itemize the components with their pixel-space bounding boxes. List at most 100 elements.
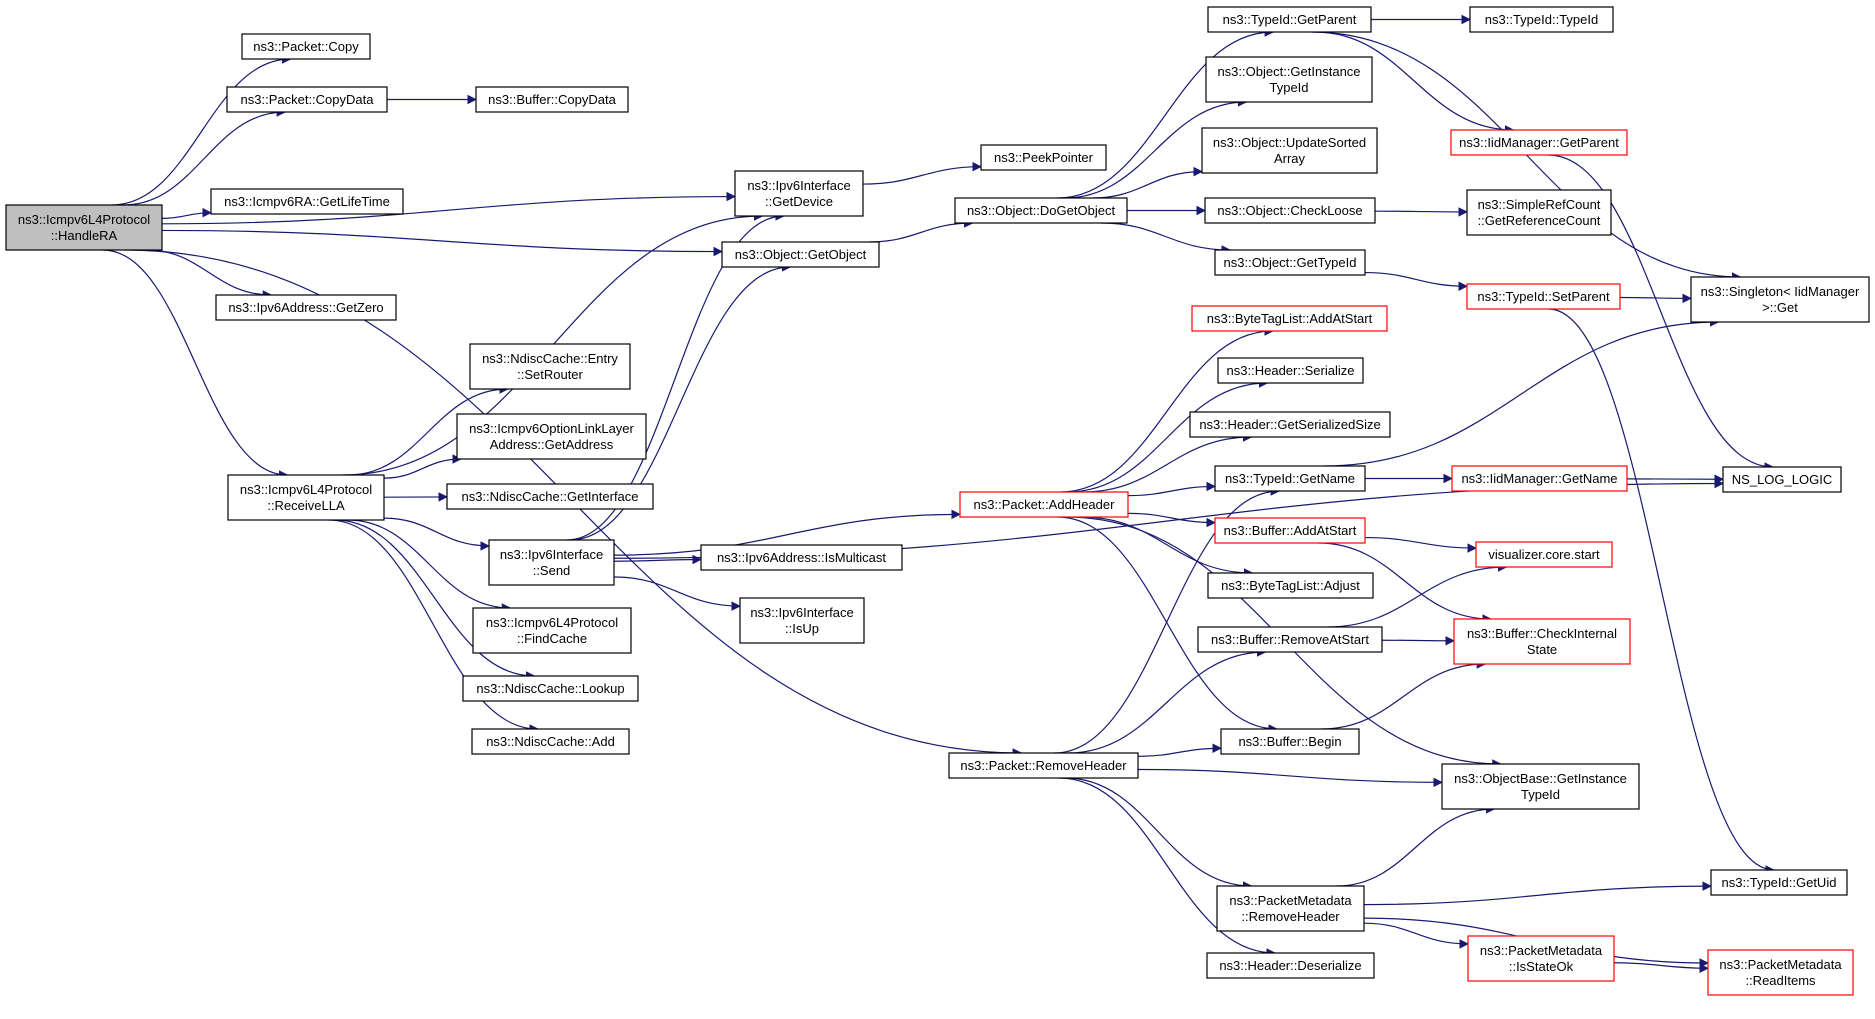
node-box-ogettid xyxy=(1214,249,1366,276)
node-label-handlera-0: ns3::Icmpv6L4Protocol xyxy=(18,212,150,227)
node-ip6getzero[interactable]: ns3::Ipv6Address::GetZero xyxy=(215,294,397,321)
node-box-oupdsort xyxy=(1201,127,1378,174)
node-hdeserialize[interactable]: ns3::Header::Deserialize xyxy=(1206,952,1375,979)
node-iidgetparent[interactable]: ns3::IidManager::GetParent xyxy=(1450,129,1628,156)
node-nslog[interactable]: NS_LOG_LOGIC xyxy=(1722,466,1842,493)
node-ismulti[interactable]: ns3::Ipv6Address::IsMulticast xyxy=(700,544,903,571)
node-box-baddatstart xyxy=(1214,517,1366,544)
edge-tgetparent-to-iidgetparent xyxy=(1314,31,1515,135)
edge-pmremovehdr-to-pmisstateok xyxy=(1363,922,1469,949)
node-label-removeheader-0: ns3::Packet::RemoveHeader xyxy=(960,758,1127,773)
node-box-findcache xyxy=(472,607,632,654)
node-label-iidgetparent-0: ns3::IidManager::GetParent xyxy=(1459,135,1619,150)
node-hserialize[interactable]: ns3::Header::Serialize xyxy=(1217,357,1364,384)
node-label-ndadd-0: ns3::NdiscCache::Add xyxy=(486,734,615,749)
node-tgetparent[interactable]: ns3::TypeId::GetParent xyxy=(1207,6,1372,33)
node-baddatstart[interactable]: ns3::Buffer::AddAtStart xyxy=(1214,517,1366,544)
node-pmremovehdr[interactable]: ns3::PacketMetadata::RemoveHeader xyxy=(1216,885,1365,932)
node-box-receivella xyxy=(227,474,385,521)
node-label-iidgetname-0: ns3::IidManager::GetName xyxy=(1461,471,1617,486)
node-pmreaditems[interactable]: ns3::PacketMetadata::ReadItems xyxy=(1707,949,1854,996)
node-label-bchkint-0: ns3::Buffer::CheckInternal xyxy=(1467,626,1617,641)
node-findcache[interactable]: ns3::Icmpv6L4Protocol::FindCache xyxy=(472,607,632,654)
node-vizstart[interactable]: visualizer.core.start xyxy=(1475,541,1613,568)
node-box-bcopydata xyxy=(475,86,629,113)
node-peekptr[interactable]: ns3::PeekPointer xyxy=(980,144,1107,171)
edge-handlera-to-pcopy xyxy=(111,54,292,206)
node-removeheader[interactable]: ns3::Packet::RemoveHeader xyxy=(948,752,1139,779)
node-ifsend[interactable]: ns3::Ipv6Interface::Send xyxy=(488,539,615,586)
node-box-iidgetname xyxy=(1451,465,1628,492)
node-bremoveatstart[interactable]: ns3::Buffer::RemoveAtStart xyxy=(1197,626,1383,653)
node-ifgetdev[interactable]: ns3::Ipv6Interface::GetDevice xyxy=(734,170,864,217)
node-ndlookup[interactable]: ns3::NdiscCache::Lookup xyxy=(462,675,639,702)
node-box-pcopydata xyxy=(226,86,388,113)
node-addheader[interactable]: ns3::Packet::AddHeader xyxy=(959,491,1129,518)
node-label-obgetinst-1: TypeId xyxy=(1521,787,1560,802)
node-bbegin[interactable]: ns3::Buffer::Begin xyxy=(1220,728,1360,755)
node-label-btadjust-0: ns3::ByteTagList::Adjust xyxy=(1221,578,1360,593)
node-ochkloose[interactable]: ns3::Object::CheckLoose xyxy=(1204,197,1376,224)
edge-ifsend-to-isup xyxy=(613,576,741,611)
node-setrouter[interactable]: ns3::NdiscCache::Entry::SetRouter xyxy=(469,343,631,390)
node-box-handlera xyxy=(5,204,163,251)
node-label-tgetname-0: ns3::TypeId::GetName xyxy=(1225,471,1355,486)
node-pcopy[interactable]: ns3::Packet::Copy xyxy=(241,33,371,60)
node-label-pcopy-0: ns3::Packet::Copy xyxy=(253,39,359,54)
node-label-hserialize-0: ns3::Header::Serialize xyxy=(1227,363,1355,378)
node-singletonget[interactable]: ns3::Singleton< IidManager>::Get xyxy=(1690,276,1870,323)
node-optgetaddr[interactable]: ns3::Icmpv6OptionLinkLayerAddress::GetAd… xyxy=(456,413,647,460)
edge-ochkloose-to-srcgetref xyxy=(1374,207,1468,217)
node-pcopydata[interactable]: ns3::Packet::CopyData xyxy=(226,86,388,113)
edge-addheader-to-btaddatstart xyxy=(1060,326,1274,493)
node-box-ndgetif xyxy=(446,483,654,510)
node-box-btaddatstart xyxy=(1191,305,1388,332)
edge-receivella-to-setrouter xyxy=(347,384,510,476)
node-dogetobj[interactable]: ns3::Object::DoGetObject xyxy=(954,197,1128,224)
edge-receivella-to-ifsend xyxy=(383,517,490,551)
node-tsetparent[interactable]: ns3::TypeId::SetParent xyxy=(1466,283,1621,310)
node-label-obgetinst-0: ns3::ObjectBase::GetInstance xyxy=(1454,771,1627,786)
node-box-tsetparent xyxy=(1466,283,1621,310)
node-box-hgetsersize xyxy=(1189,411,1391,438)
node-tgetname[interactable]: ns3::TypeId::GetName xyxy=(1214,465,1366,492)
node-handlera[interactable]: ns3::Icmpv6L4Protocol::HandleRA xyxy=(5,204,163,251)
node-label-tgetparent-0: ns3::TypeId::GetParent xyxy=(1223,12,1357,27)
node-pmisstateok[interactable]: ns3::PacketMetadata::IsStateOk xyxy=(1467,935,1615,982)
node-label-pmremovehdr-0: ns3::PacketMetadata xyxy=(1229,893,1352,908)
node-box-ttypeid xyxy=(1469,6,1614,33)
node-ogettid[interactable]: ns3::Object::GetTypeId xyxy=(1214,249,1366,276)
node-ragetlt[interactable]: ns3::Icmpv6RA::GetLifeTime xyxy=(210,188,404,215)
node-label-pmremovehdr-1: ::RemoveHeader xyxy=(1241,909,1340,924)
node-isup[interactable]: ns3::Ipv6Interface::IsUp xyxy=(739,597,865,644)
edge-handlera-to-pcopydata xyxy=(123,107,287,206)
node-label-oupdsort-1: Array xyxy=(1274,151,1306,166)
node-btadjust[interactable]: ns3::ByteTagList::Adjust xyxy=(1207,572,1374,599)
edge-receivella-to-findcache xyxy=(347,519,512,613)
node-box-setrouter xyxy=(469,343,631,390)
node-tgetuid[interactable]: ns3::TypeId::GetUid xyxy=(1710,869,1848,896)
node-hgetsersize[interactable]: ns3::Header::GetSerializedSize xyxy=(1189,411,1391,438)
edge-ifsend-to-addheader xyxy=(613,509,961,556)
node-ogetobj[interactable]: ns3::Object::GetObject xyxy=(721,241,880,268)
node-iidgetname[interactable]: ns3::IidManager::GetName xyxy=(1451,465,1628,492)
node-ndgetif[interactable]: ns3::NdiscCache::GetInterface xyxy=(446,483,654,510)
node-receivella[interactable]: ns3::Icmpv6L4Protocol::ReceiveLLA xyxy=(227,474,385,521)
node-srcgetref[interactable]: ns3::SimpleRefCount::GetReferenceCount xyxy=(1466,189,1612,236)
edge-bbegin-to-bchkint xyxy=(1321,659,1487,730)
node-box-peekptr xyxy=(980,144,1107,171)
node-box-ndlookup xyxy=(462,675,639,702)
node-label-pcopydata-0: ns3::Packet::CopyData xyxy=(241,92,375,107)
node-bcopydata[interactable]: ns3::Buffer::CopyData xyxy=(475,86,629,113)
node-ttypeid[interactable]: ns3::TypeId::TypeId xyxy=(1469,6,1614,33)
node-label-addheader-0: ns3::Packet::AddHeader xyxy=(974,497,1116,512)
node-btaddatstart[interactable]: ns3::ByteTagList::AddAtStart xyxy=(1191,305,1388,332)
node-label-baddatstart-0: ns3::Buffer::AddAtStart xyxy=(1224,523,1357,538)
node-ndadd[interactable]: ns3::NdiscCache::Add xyxy=(471,728,630,755)
node-label-ogetinst-1: TypeId xyxy=(1269,80,1308,95)
node-box-btadjust xyxy=(1207,572,1374,599)
